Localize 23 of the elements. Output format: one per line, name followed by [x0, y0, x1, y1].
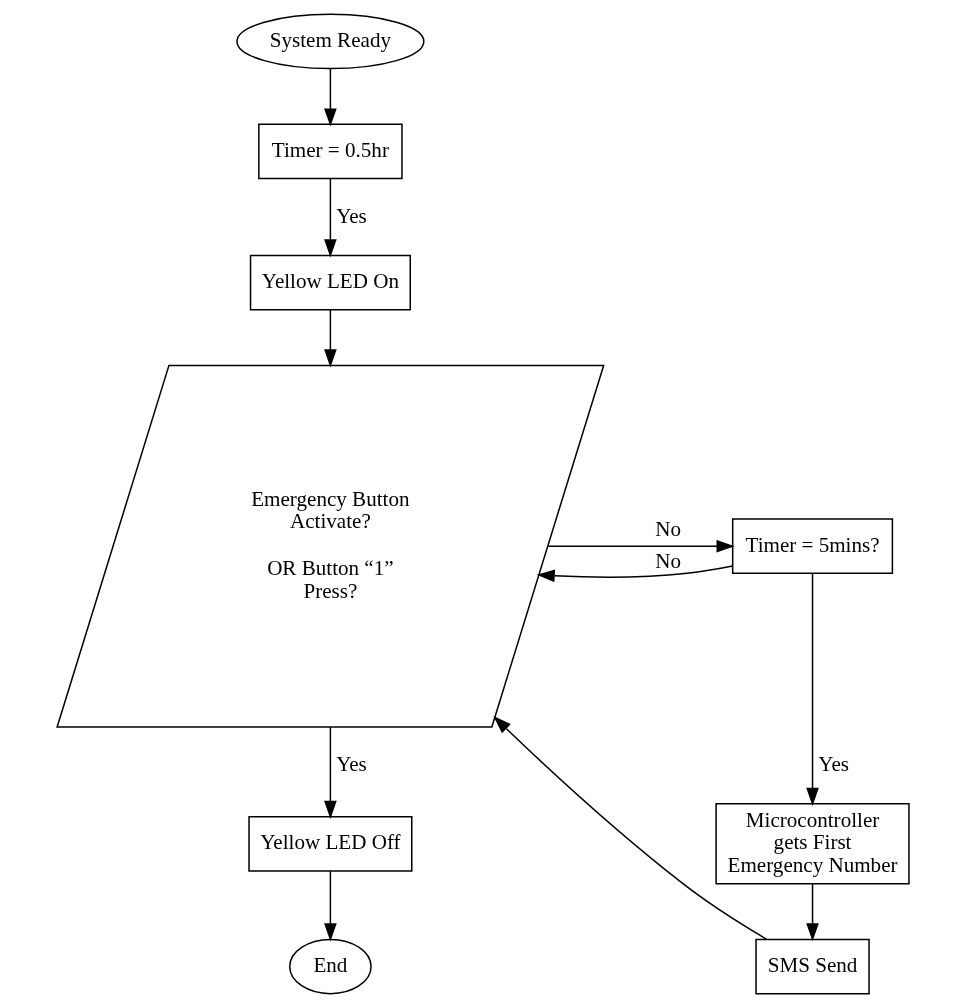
node-box: Yellow LED On	[249, 254, 411, 311]
node-box: Timer = 5mins?	[731, 518, 894, 575]
edge-label: Yes	[336, 751, 367, 776]
edge-label: No	[655, 516, 682, 541]
node-ellipse: System Ready	[236, 13, 425, 70]
node-box: SMS Send	[755, 938, 870, 995]
edge-label: Yes	[336, 203, 367, 228]
node-ellipse: End	[288, 938, 372, 995]
edge-label: Yes	[818, 751, 849, 776]
arrow	[324, 309, 337, 368]
arrow	[324, 68, 337, 127]
arrow	[493, 716, 768, 941]
arrow	[806, 883, 819, 942]
edge-label: No	[655, 548, 682, 573]
arrow	[324, 726, 337, 819]
arrow	[324, 870, 337, 942]
node-box: Yellow LED Off	[248, 815, 413, 872]
arrow	[547, 539, 735, 553]
node-box: Timer = 0.5hr	[258, 123, 403, 180]
arrow	[806, 572, 819, 806]
node-box: Microcontroller gets First Emergency Number	[715, 803, 910, 885]
arrow	[324, 178, 337, 258]
arrow	[536, 565, 734, 583]
